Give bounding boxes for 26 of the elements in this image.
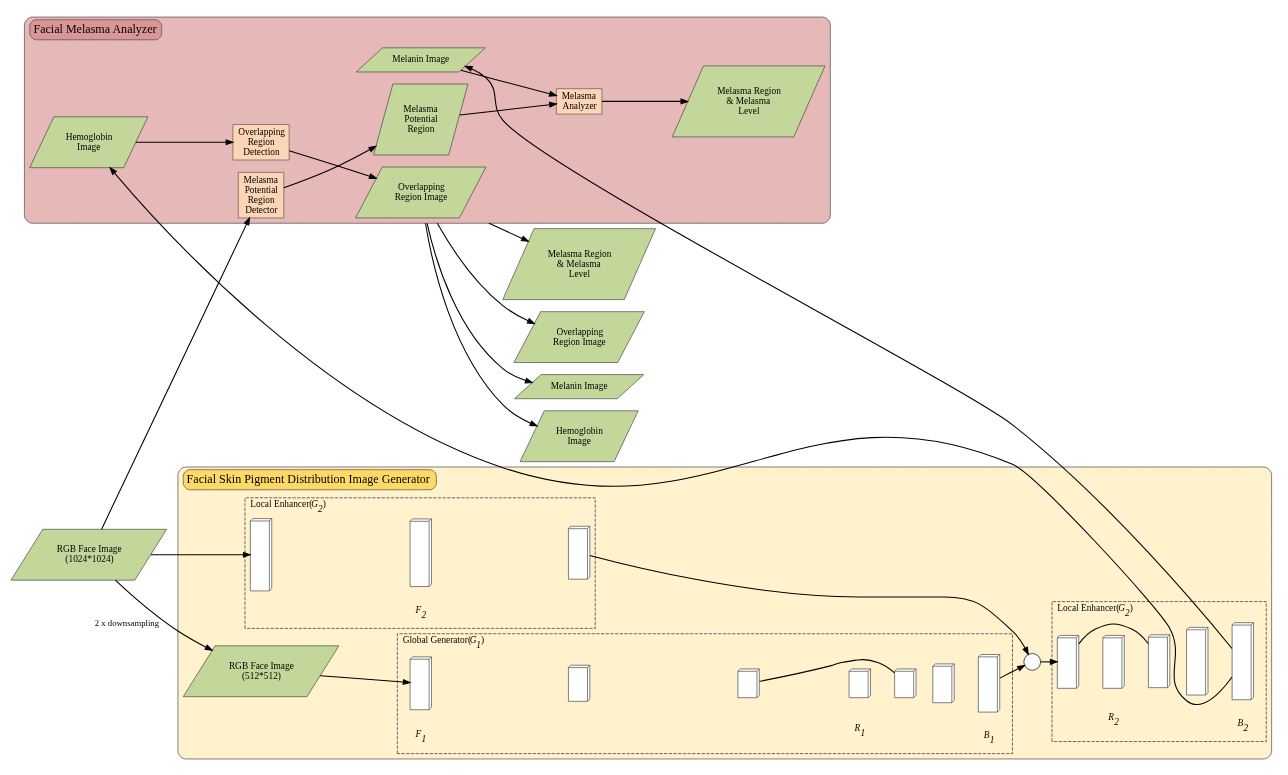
arrow: [101, 216, 251, 530]
arrow: [150, 551, 252, 558]
node-box: Melasma Analyzer: [556, 87, 603, 114]
connector: [1078, 622, 1149, 645]
arrow: [283, 144, 378, 188]
node-box: Melasma Potential Region Detector: [237, 171, 285, 218]
arrow: [999, 664, 1026, 679]
arrow: [460, 69, 558, 97]
node-circle: [1023, 652, 1041, 671]
connector: [759, 658, 895, 682]
arrow: [1040, 658, 1059, 665]
node-box: Overlapping Region Detection: [232, 123, 290, 160]
arrow: [589, 554, 1030, 656]
arrow: [114, 579, 214, 651]
arrow: [463, 65, 1233, 649]
arrow: [426, 222, 534, 383]
edge-label: 2 x downsampling: [94, 617, 160, 628]
arrow: [459, 101, 558, 116]
arrow: [288, 149, 378, 179]
arrow: [424, 222, 539, 426]
arrow: [488, 222, 530, 242]
arrow: [109, 166, 1233, 705]
arrow: [601, 97, 690, 104]
arrow: [436, 222, 536, 324]
arrow: [135, 138, 235, 145]
arrow: [319, 674, 412, 685]
